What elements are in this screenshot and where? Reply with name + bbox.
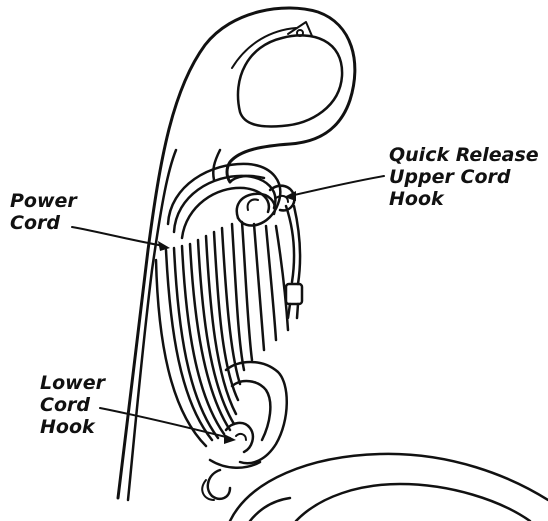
coiled-cord [156,164,288,446]
handle-bottom-hook [202,470,230,500]
power-cord-label: Power Cord [10,190,77,234]
plug [286,206,302,318]
vacuum-body [230,454,548,521]
quick-release-upper-cord-hook-label: Quick Release Upper Cord Hook [389,144,539,210]
handle-tube [128,150,176,500]
lower-cord-hook-label: Lower Cord Hook [40,372,105,438]
